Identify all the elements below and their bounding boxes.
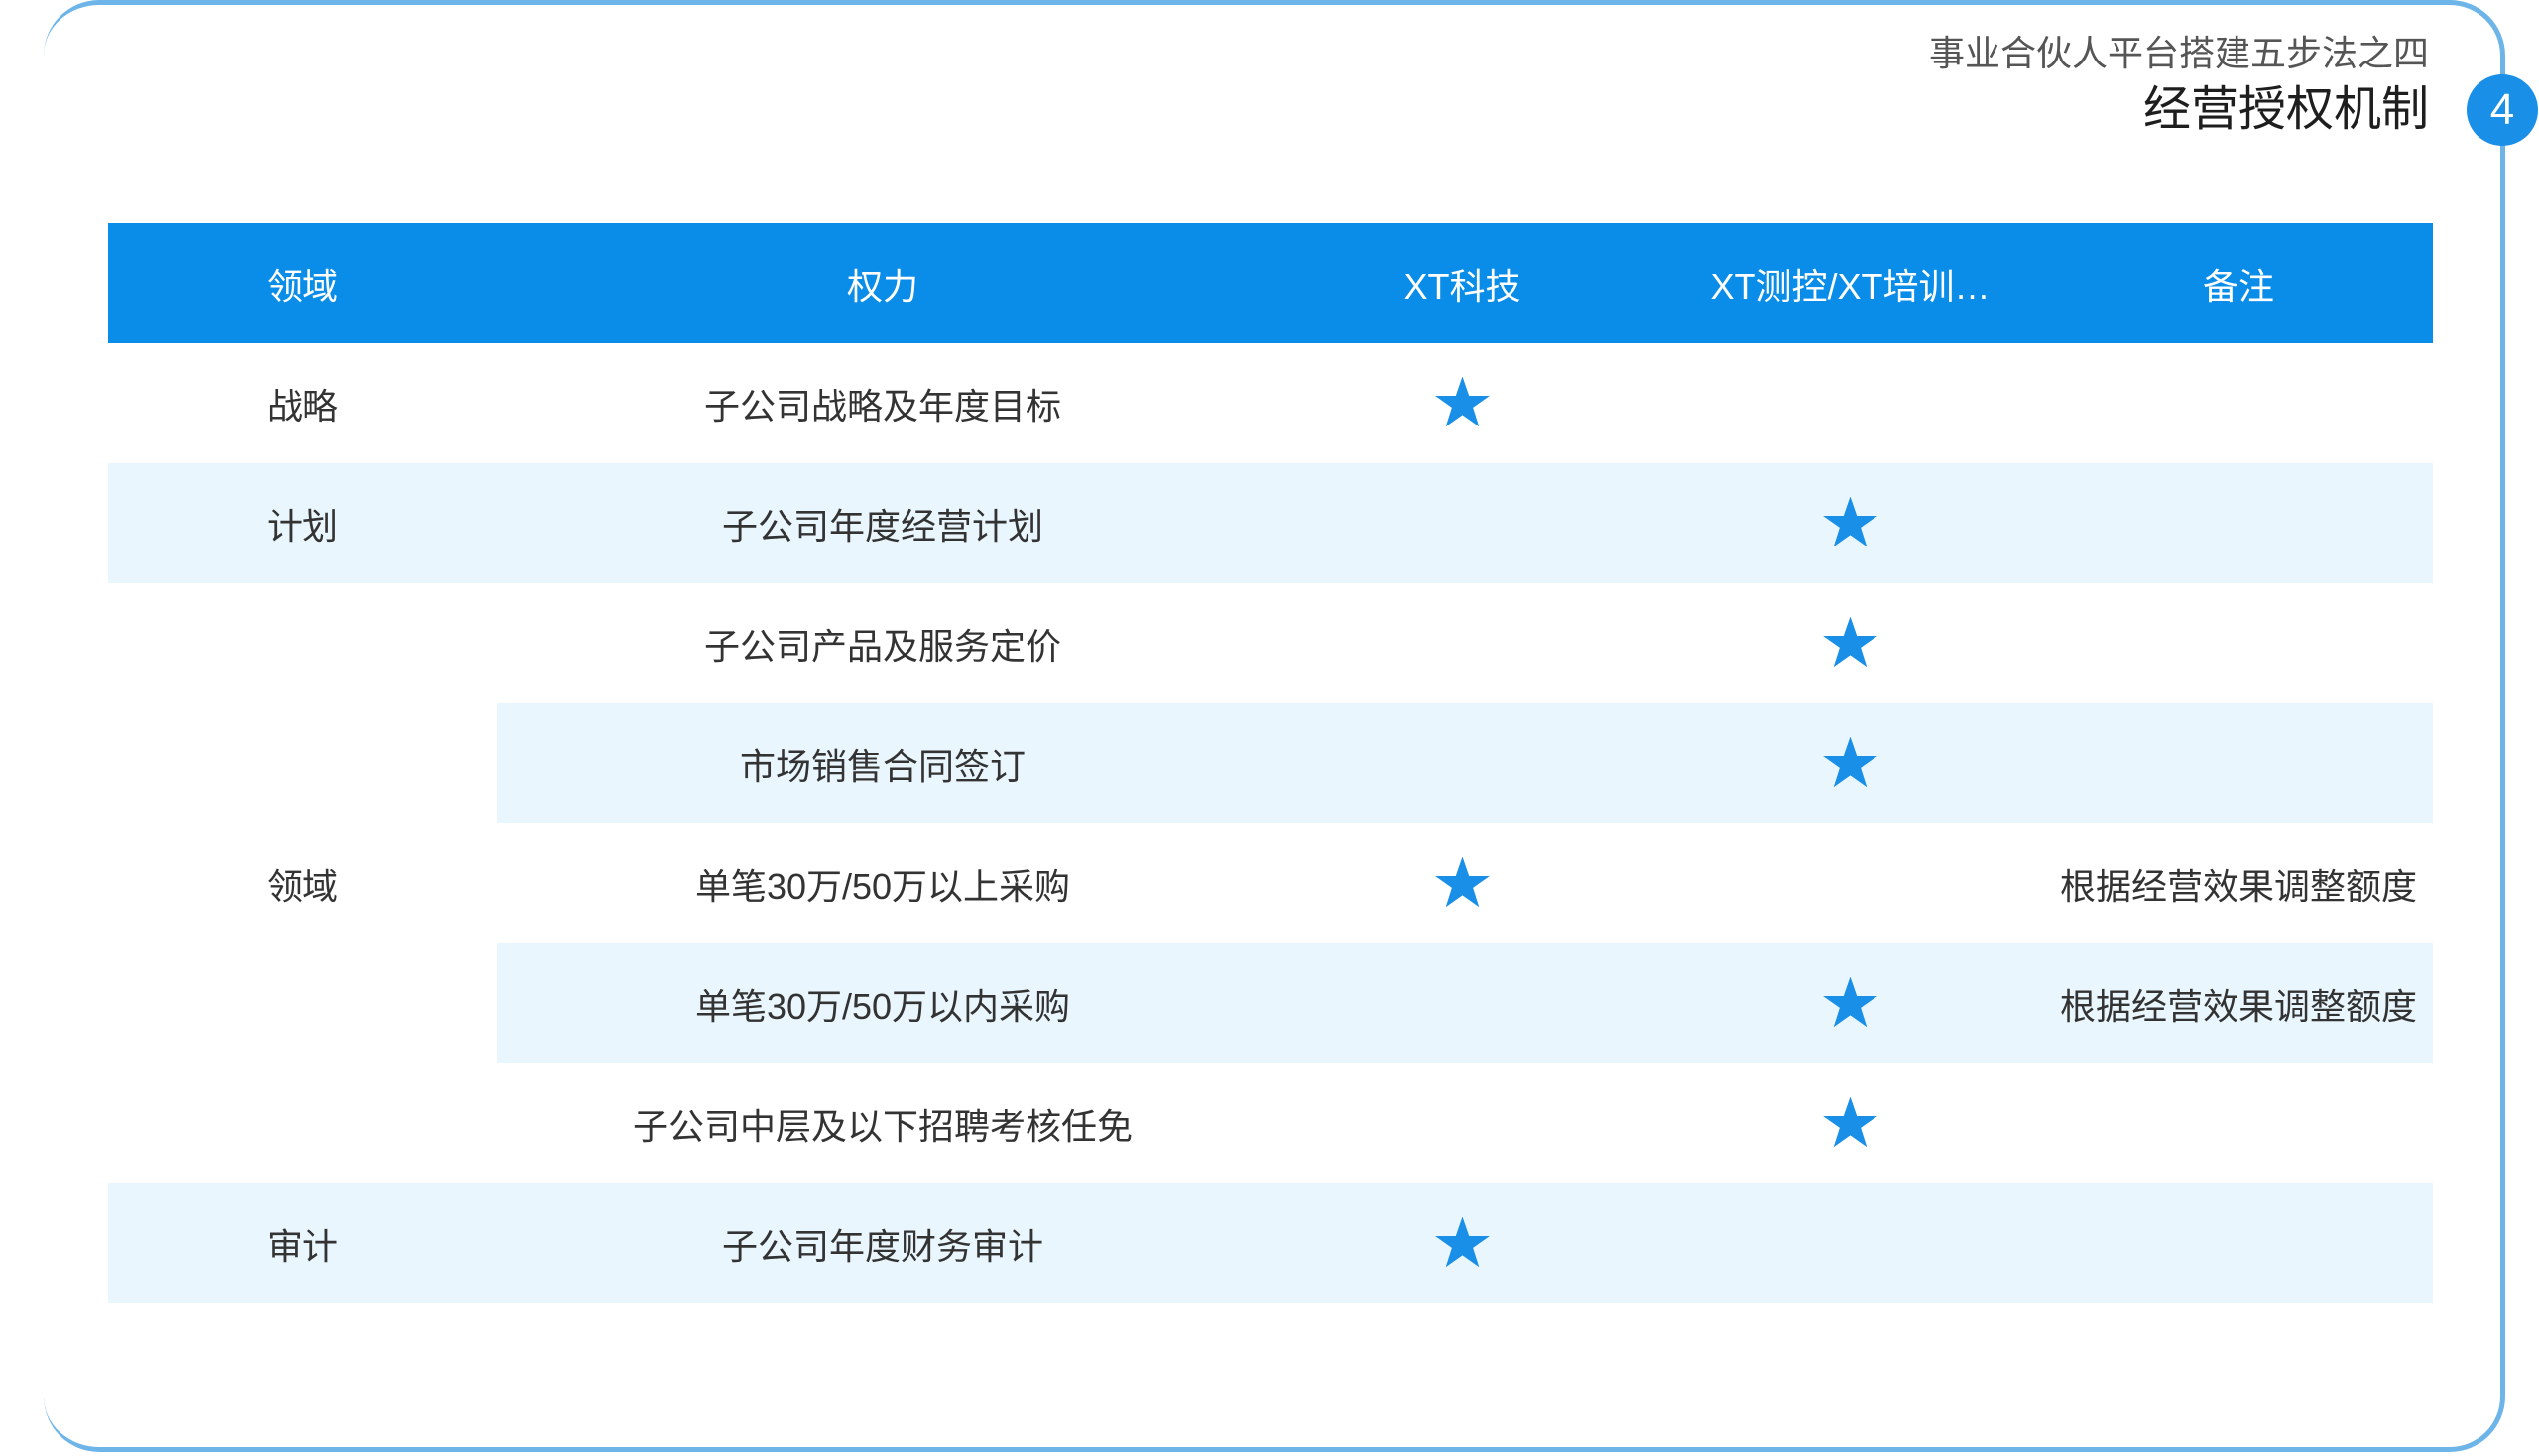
cell-xt-subsidiaries bbox=[1656, 463, 2044, 583]
star-icon bbox=[1823, 976, 1877, 1028]
cell-note bbox=[2044, 583, 2433, 703]
cell-xt-subsidiaries bbox=[1656, 943, 2044, 1063]
cell-domain: 计划 bbox=[108, 463, 497, 583]
step-badge: 4 bbox=[2467, 74, 2538, 146]
slide-frame bbox=[44, 0, 2505, 1452]
star-icon bbox=[1823, 1096, 1877, 1148]
cell-xt-subsidiaries bbox=[1656, 1063, 2044, 1183]
slide-subtitle: 事业合伙人平台搭建五步法之四 bbox=[1928, 33, 2429, 73]
star-icon bbox=[1435, 856, 1490, 908]
cell-xt-tech bbox=[1269, 463, 1656, 583]
cell-note bbox=[2044, 703, 2433, 823]
cell-note: 根据经营效果调整额度 bbox=[2044, 823, 2433, 943]
column-header-xt-tech: XT科技 bbox=[1269, 223, 1656, 343]
cell-xt-tech bbox=[1269, 1183, 1656, 1303]
column-header-xt-subsidiaries: XT测控/XT培训… bbox=[1656, 223, 2044, 343]
cell-note: 根据经营效果调整额度 bbox=[2044, 943, 2433, 1063]
cell-xt-tech bbox=[1269, 343, 1656, 463]
cell-power: 子公司中层及以下招聘考核任免 bbox=[497, 1063, 1269, 1183]
cell-xt-subsidiaries bbox=[1656, 823, 2044, 943]
star-icon bbox=[1435, 376, 1490, 427]
cell-xt-subsidiaries bbox=[1656, 1183, 2044, 1303]
cell-power: 市场销售合同签订 bbox=[497, 703, 1269, 823]
table-row: 计划 子公司年度经营计划 bbox=[108, 463, 2433, 583]
cell-note bbox=[2044, 463, 2433, 583]
star-icon bbox=[1823, 736, 1877, 788]
cell-domain-merged: 领域 bbox=[108, 583, 497, 1183]
cell-note bbox=[2044, 343, 2433, 463]
column-header-power: 权力 bbox=[497, 223, 1269, 343]
table-header-row: 领域 权力 XT科技 XT测控/XT培训… 备注 bbox=[108, 223, 2433, 343]
cell-note bbox=[2044, 1183, 2433, 1303]
cell-domain: 审计 bbox=[108, 1183, 497, 1303]
table-row: 领域 子公司产品及服务定价 bbox=[108, 583, 2433, 1183]
cell-power: 子公司年度经营计划 bbox=[497, 463, 1269, 583]
table-row: 单笔30万/50万以上采购 根据经营效果调整额度 bbox=[108, 823, 2433, 943]
cell-power: 单笔30万/50万以内采购 bbox=[497, 943, 1269, 1063]
star-icon bbox=[1435, 1216, 1490, 1268]
table-row: 单笔30万/50万以内采购 根据经营效果调整额度 bbox=[108, 943, 2433, 1063]
cell-xt-subsidiaries bbox=[1656, 703, 2044, 823]
slide-title: 经营授权机制 bbox=[2142, 83, 2429, 136]
cell-power: 子公司年度财务审计 bbox=[497, 1183, 1269, 1303]
table-row: 子公司中层及以下招聘考核任免 bbox=[108, 1063, 2433, 1183]
cell-note bbox=[2044, 1063, 2433, 1183]
cell-xt-tech bbox=[1269, 583, 1656, 703]
table-row: 战略 子公司战略及年度目标 bbox=[108, 343, 2433, 463]
cell-domain: 战略 bbox=[108, 343, 497, 463]
cell-xt-tech bbox=[1269, 703, 1656, 823]
star-icon bbox=[1823, 616, 1877, 667]
cell-power: 子公司产品及服务定价 bbox=[497, 583, 1269, 703]
cell-power: 单笔30万/50万以上采购 bbox=[497, 823, 1269, 943]
column-header-domain: 领域 bbox=[108, 223, 497, 343]
authorization-table: 领域 权力 XT科技 XT测控/XT培训… 备注 战略 子公司战略及年度目标 计… bbox=[108, 223, 2433, 1303]
table-row: 市场销售合同签订 bbox=[108, 703, 2433, 823]
cell-xt-subsidiaries bbox=[1656, 583, 2044, 703]
star-icon bbox=[1823, 496, 1877, 547]
table-row: 审计 子公司年度财务审计 bbox=[108, 1183, 2433, 1303]
cell-xt-tech bbox=[1269, 1063, 1656, 1183]
cell-xt-tech bbox=[1269, 943, 1656, 1063]
cell-power: 子公司战略及年度目标 bbox=[497, 343, 1269, 463]
column-header-note: 备注 bbox=[2044, 223, 2433, 343]
cell-xt-subsidiaries bbox=[1656, 343, 2044, 463]
cell-xt-tech bbox=[1269, 823, 1656, 943]
